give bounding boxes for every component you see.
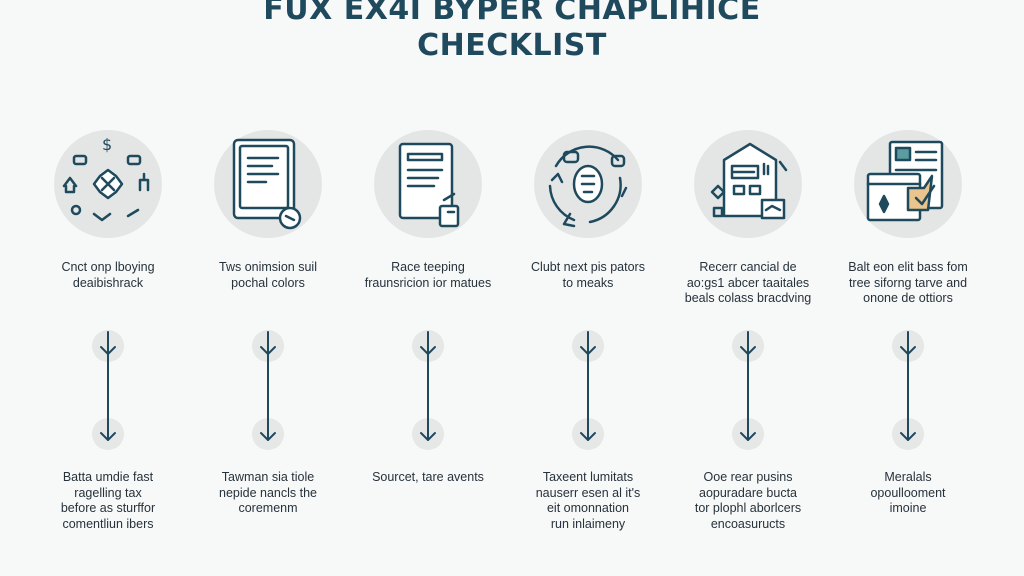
document-stamp-icon xyxy=(374,130,482,238)
svg-text:$: $ xyxy=(102,135,112,154)
document-monitor-icon xyxy=(214,130,322,238)
down-arrow-icon xyxy=(260,331,276,441)
page-title: FUX EX4I BYPER CHAPLIHICE xyxy=(263,0,761,27)
down-arrow-icon xyxy=(420,331,436,441)
down-arrow-icon xyxy=(580,331,596,441)
step-note-3: Sourcet, tare avents xyxy=(372,470,484,484)
gear-cycle-icon: $ xyxy=(54,130,162,238)
page-title-line-2: CHECKLIST xyxy=(417,28,607,63)
down-arrow-icon xyxy=(100,331,116,441)
globe-cycle-icon xyxy=(534,130,642,238)
document-check-icon xyxy=(854,130,962,238)
building-clipboard-icon xyxy=(694,130,802,238)
down-arrow-icon xyxy=(740,331,756,441)
down-arrow-icon xyxy=(900,331,916,441)
